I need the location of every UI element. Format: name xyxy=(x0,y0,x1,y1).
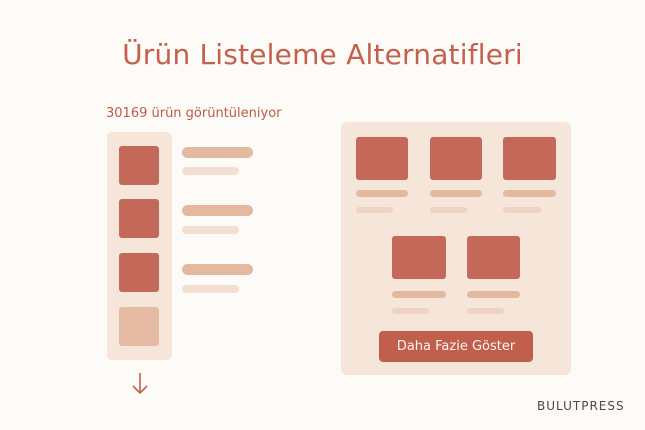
brand-logo: BULUTPRESS xyxy=(537,399,625,413)
product-subtitle-placeholder xyxy=(467,308,504,314)
product-subtitle-placeholder xyxy=(430,207,467,213)
product-subtitle-placeholder xyxy=(182,226,239,234)
product-title-placeholder xyxy=(392,291,446,298)
product-count-label: 30169 ürün görüntüleniyor xyxy=(106,106,282,121)
product-thumbnail xyxy=(119,253,159,292)
product-thumbnail xyxy=(119,146,159,185)
product-title-placeholder xyxy=(182,264,253,275)
product-thumbnail xyxy=(119,199,159,238)
product-title-placeholder xyxy=(467,291,520,298)
product-thumbnail xyxy=(503,137,556,180)
product-title-placeholder xyxy=(430,190,482,197)
product-thumbnail xyxy=(430,137,482,180)
product-title-placeholder xyxy=(503,190,556,197)
product-thumbnail xyxy=(467,236,520,279)
product-subtitle-placeholder xyxy=(356,207,393,213)
load-more-button[interactable]: Daha Fazie Göster xyxy=(379,331,533,362)
product-subtitle-placeholder xyxy=(503,207,541,213)
product-subtitle-placeholder xyxy=(182,167,239,175)
loading-thumbnail-placeholder xyxy=(119,307,159,346)
product-subtitle-placeholder xyxy=(392,308,429,314)
page-title: Ürün Listeleme Alternatifleri xyxy=(122,38,523,71)
product-thumbnail xyxy=(392,236,446,279)
product-subtitle-placeholder xyxy=(182,285,239,293)
product-title-placeholder xyxy=(182,205,253,216)
product-title-placeholder xyxy=(356,190,408,197)
product-thumbnail xyxy=(356,137,408,180)
product-title-placeholder xyxy=(182,147,253,158)
arrow-down-icon xyxy=(130,372,150,396)
